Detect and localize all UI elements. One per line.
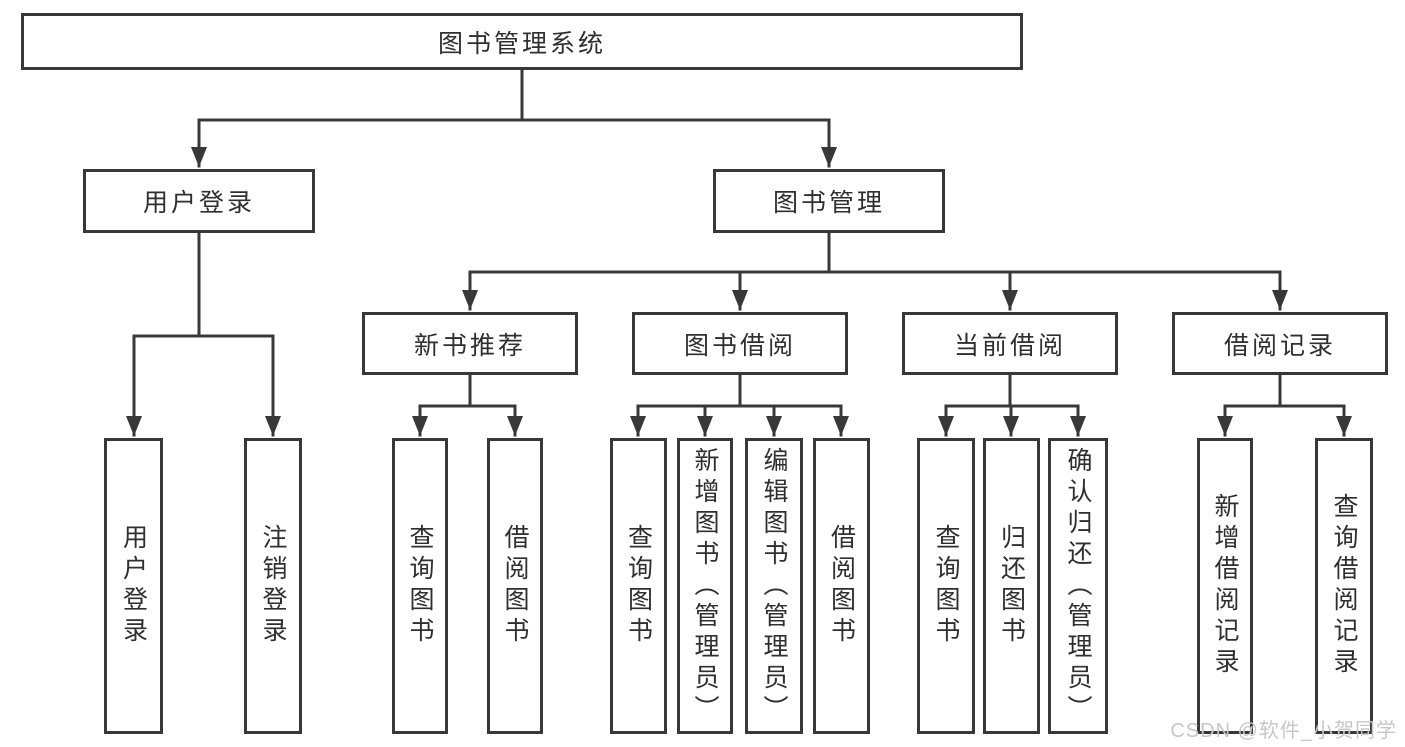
node-g5-query-borrow-record: 查询借阅记录	[1315, 438, 1373, 734]
connector-new-book-split	[412, 373, 523, 437]
node-g4-return-books-label: 归还图书	[997, 524, 1026, 648]
node-g5-query-borrow-record-label: 查询借阅记录	[1330, 493, 1358, 679]
node-book-borrowing: 图书借阅	[632, 312, 848, 375]
connector-root-split	[191, 68, 837, 168]
node-g4-confirm-return-admin-label: 确认归还（管理员）	[1064, 446, 1092, 726]
node-g1-logout: 注销登录	[244, 438, 302, 734]
node-user-login: 用户登录	[83, 169, 315, 233]
node-g3-query-books-label: 查询图书	[624, 524, 653, 648]
node-g4-return-books: 归还图书	[983, 438, 1040, 734]
node-g4-query-books: 查询图书	[917, 438, 975, 734]
connector-borrow-record-split	[1217, 373, 1352, 437]
node-g4-confirm-return-admin: 确认归还（管理员）	[1048, 438, 1108, 734]
node-g2-borrow-books: 借阅图书	[487, 438, 543, 734]
node-g3-edit-books-admin-label: 编辑图书（管理员）	[760, 446, 788, 726]
node-user-login-label: 用户登录	[142, 189, 255, 217]
node-new-book-recommendation: 新书推荐	[362, 312, 578, 375]
node-borrowing-records-label: 借阅记录	[1223, 331, 1336, 360]
node-g4-query-books-label: 查询图书	[932, 524, 960, 648]
node-g3-add-books-admin-label: 新增图书（管理员）	[691, 446, 719, 726]
node-current-borrowing-label: 当前借阅	[953, 331, 1066, 360]
node-g3-borrow-books-label: 借阅图书	[827, 524, 856, 648]
connector-book-management-split	[462, 231, 1288, 311]
node-new-book-recommendation-label: 新书推荐	[413, 331, 526, 360]
node-g3-query-books: 查询图书	[610, 438, 667, 734]
node-g3-borrow-books: 借阅图书	[813, 438, 870, 734]
node-book-management: 图书管理	[713, 169, 945, 233]
node-g5-add-borrow-record-label: 新增借阅记录	[1211, 493, 1239, 679]
node-g1-user-login: 用户登录	[104, 438, 163, 734]
node-g1-user-login-label: 用户登录	[119, 524, 148, 648]
node-book-borrowing-label: 图书借阅	[683, 331, 796, 360]
node-g2-query-books-label: 查询图书	[406, 524, 434, 648]
node-g2-query-books: 查询图书	[392, 438, 448, 734]
node-current-borrowing: 当前借阅	[902, 312, 1118, 375]
node-borrowing-records: 借阅记录	[1172, 312, 1388, 375]
connector-book-borrow-split	[630, 373, 849, 437]
node-book-management-label: 图书管理	[772, 189, 885, 217]
node-root: 图书管理系统	[21, 13, 1023, 70]
connector-user-login-split	[126, 231, 281, 437]
node-g3-add-books-admin: 新增图书（管理员）	[677, 438, 733, 734]
node-g2-borrow-books-label: 借阅图书	[501, 524, 529, 648]
connector-current-borrow-split	[938, 373, 1086, 437]
node-g3-edit-books-admin: 编辑图书（管理员）	[745, 438, 803, 734]
node-root-label: 图书管理系统	[437, 29, 606, 58]
node-g5-add-borrow-record: 新增借阅记录	[1197, 438, 1253, 734]
node-g1-logout-label: 注销登录	[259, 524, 287, 648]
